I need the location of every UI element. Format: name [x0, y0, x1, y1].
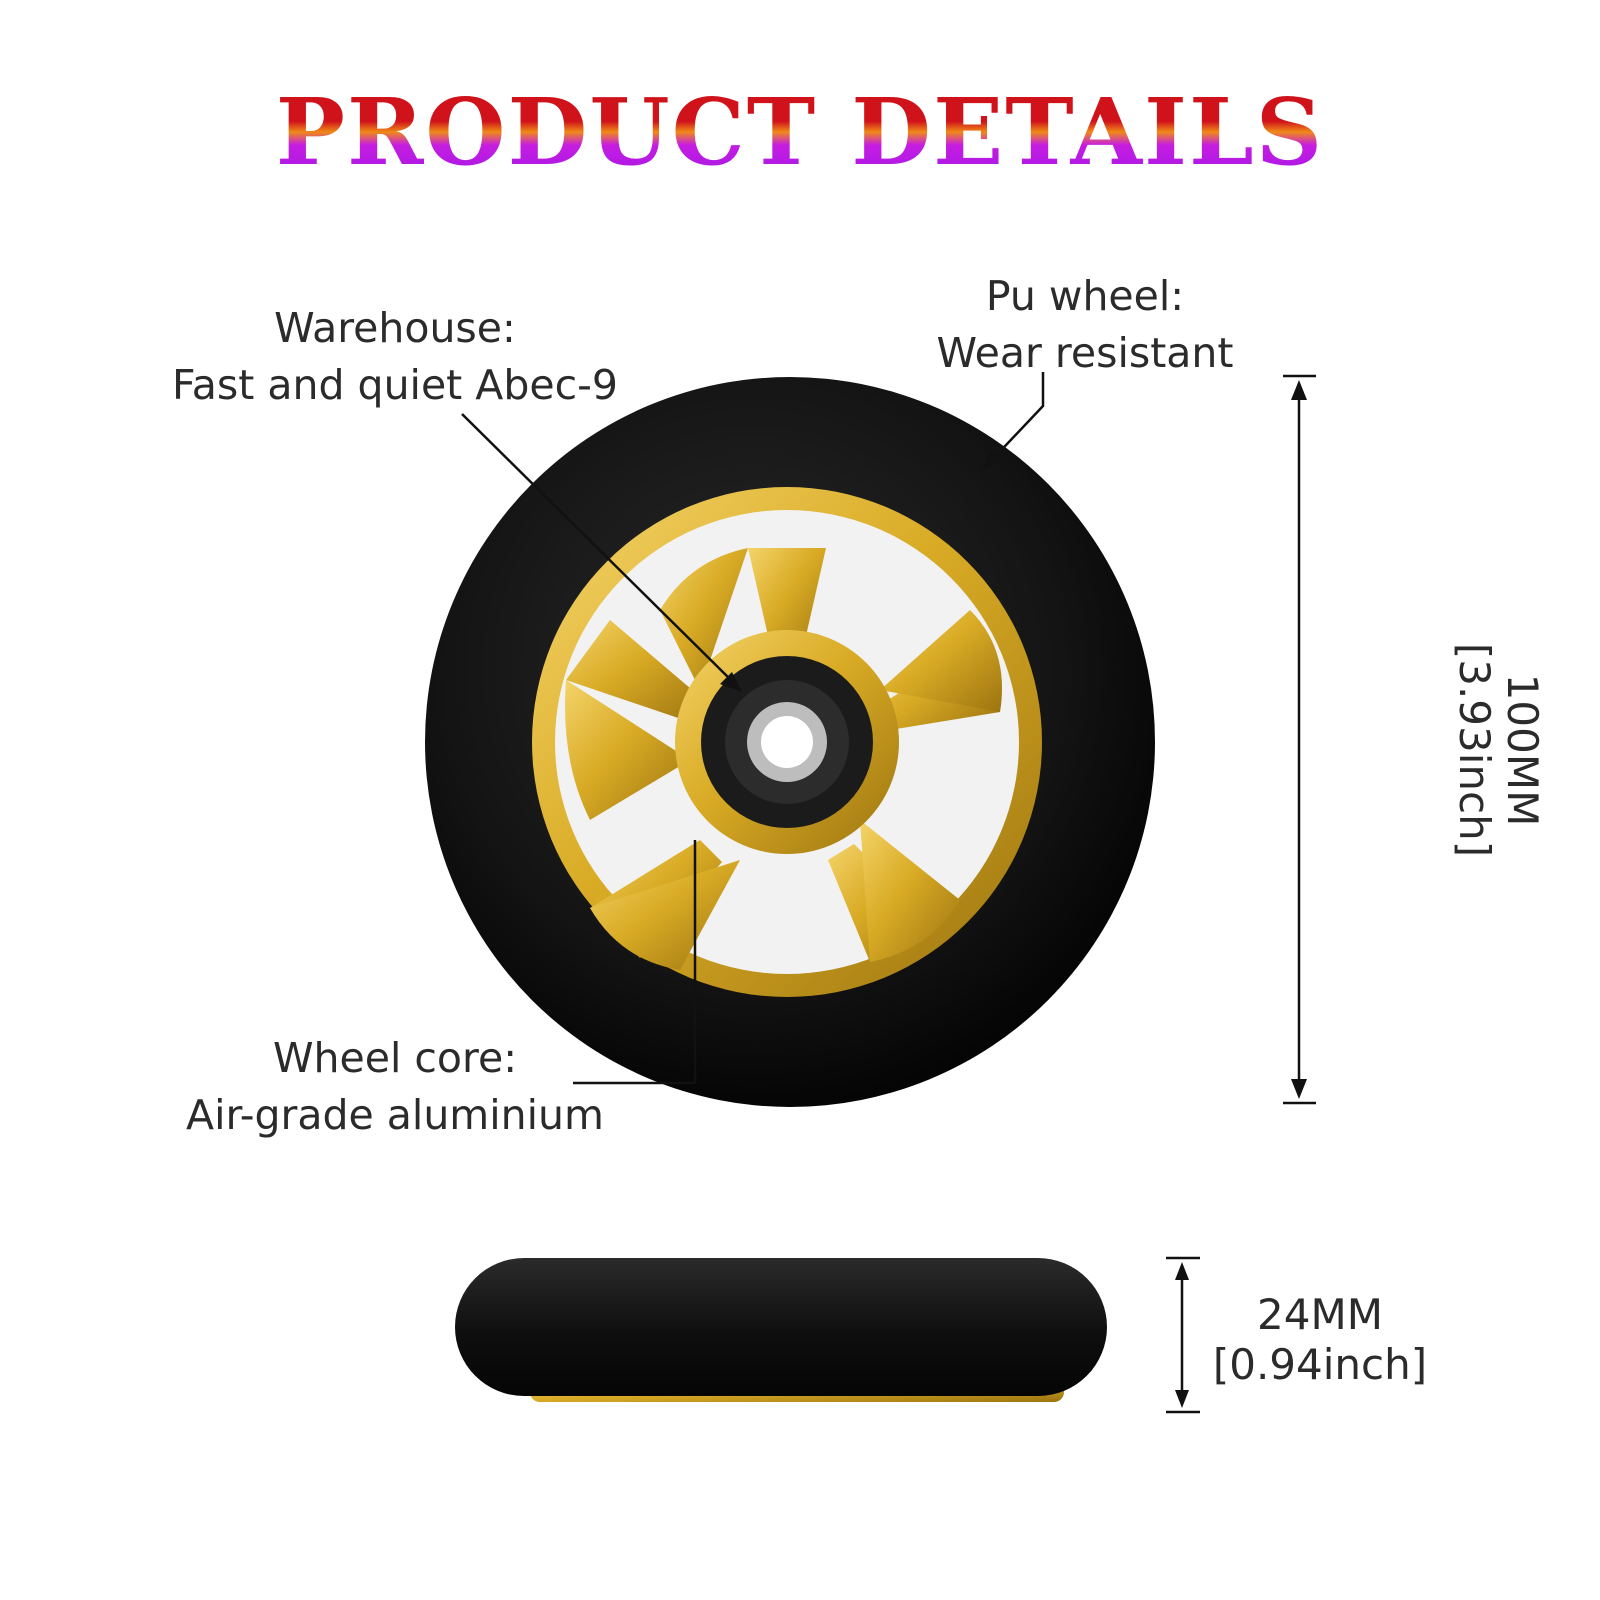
diameter-imperial: [3.93inch] [1450, 642, 1499, 858]
page-title: PRODUCT DETAILS [0, 78, 1600, 186]
bearing-callout-line [461, 413, 736, 685]
bearing-heading: Warehouse: [274, 304, 516, 352]
pu-wheel-detail: Wear resistant [936, 328, 1234, 377]
tire-side [455, 1258, 1107, 1396]
width-metric: 24MM [1257, 1290, 1383, 1339]
wheel-front-icon [425, 377, 1155, 1107]
dimension-diameter [1283, 374, 1316, 1105]
bearing-callout: Warehouse: Fast and quiet Abec-9 [130, 300, 660, 413]
pu-wheel-callout: Pu wheel: Wear resistant [890, 268, 1280, 381]
dimension-width [1166, 1256, 1200, 1414]
bearing-detail: Fast and quiet Abec-9 [171, 360, 619, 409]
core-callout-line [573, 840, 697, 1085]
wheel-side-icon [455, 1258, 1107, 1402]
callout-lines [461, 372, 1045, 1085]
pu-callout-line [989, 372, 1045, 463]
core-spokes [565, 548, 1002, 970]
core-heading: Wheel core: [272, 1034, 518, 1082]
core-detail: Air-grade aluminium [186, 1090, 604, 1139]
diameter-metric: 100MM [1498, 673, 1548, 827]
diameter-label: 100MM [3.93inch] [1348, 600, 1600, 900]
width-imperial: [0.94inch] [1212, 1339, 1428, 1389]
width-label: 24MM [0.94inch] [1200, 1290, 1440, 1389]
core-callout: Wheel core: Air-grade aluminium [160, 1030, 630, 1143]
pu-wheel-heading: Pu wheel: [985, 272, 1185, 320]
